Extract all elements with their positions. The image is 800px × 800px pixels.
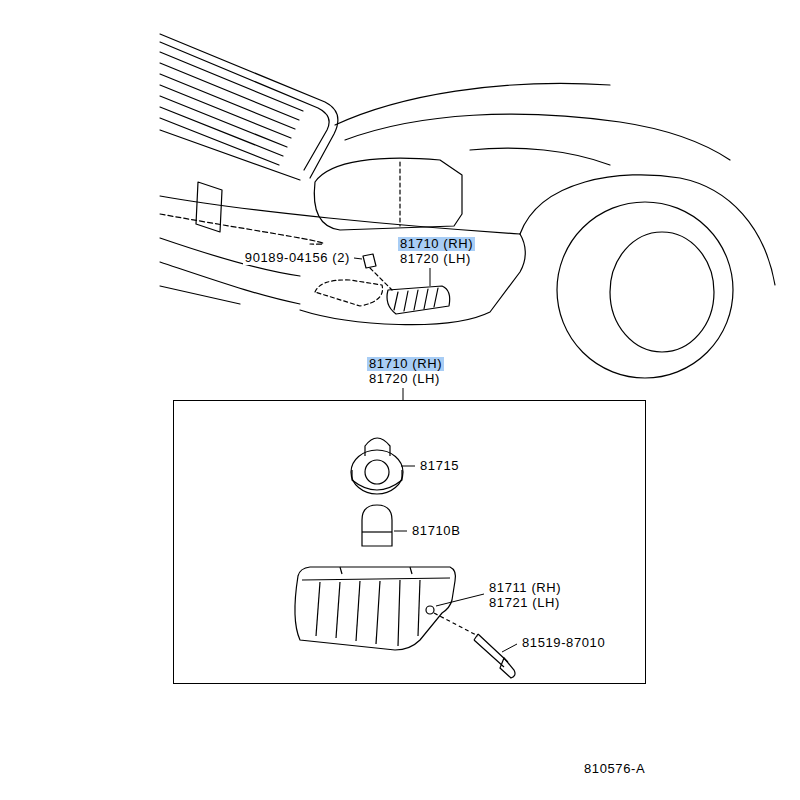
leader-lines-stroke <box>502 644 517 652</box>
group-part-number: 81710 (RH) <box>367 357 444 371</box>
leader-lines-stroke <box>394 531 407 532</box>
car-body-stroke <box>160 118 279 165</box>
car-body-stroke <box>300 234 525 325</box>
leader-lines-stroke <box>403 388 404 400</box>
lens-part-stroke <box>376 581 380 644</box>
part-number: 81519-87010 <box>520 636 607 650</box>
car-body-stroke <box>370 268 392 290</box>
car-body-stroke <box>610 232 714 352</box>
part-number: 81711 (RH) <box>487 581 563 595</box>
lens-part-stroke <box>295 567 456 650</box>
lens-part <box>295 567 456 650</box>
car-body-stroke <box>160 196 520 234</box>
car-body-stroke <box>160 130 300 180</box>
car-body-stroke <box>196 182 222 232</box>
part-number: 810576-A <box>582 762 647 776</box>
car-body-stroke <box>160 85 291 138</box>
car-body-stroke <box>520 175 775 285</box>
lens-part-stroke <box>302 578 450 580</box>
car-body-stroke <box>387 286 450 314</box>
car-body-stroke <box>434 288 438 307</box>
lens-part-stroke <box>316 582 320 636</box>
part-number: 81720 (LH) <box>398 252 473 266</box>
leader-lines-stroke <box>430 268 431 286</box>
part-number: 81715 <box>418 459 461 473</box>
screw-part-stroke <box>474 634 478 640</box>
lens-part-stroke <box>410 567 412 574</box>
car-body-stroke <box>424 289 428 309</box>
car-body-stroke <box>160 52 303 111</box>
car-body-stroke <box>399 162 400 226</box>
socket-part <box>351 438 403 494</box>
car-body-stroke <box>160 286 240 304</box>
part-number: 81721 (LH) <box>487 596 562 610</box>
car-body-stroke <box>160 34 338 178</box>
car-body-stroke <box>160 214 323 244</box>
screw-part-stroke <box>500 658 515 678</box>
socket-part-stroke <box>365 438 390 456</box>
car-body-stroke <box>414 290 418 310</box>
part-number: 81710B <box>410 524 462 538</box>
car-body-stroke <box>160 42 329 170</box>
socket-part-stroke <box>365 460 389 484</box>
car-body-stroke <box>470 148 610 165</box>
screw-part <box>434 613 515 678</box>
lens-part-stroke <box>398 580 400 646</box>
car-body-stroke <box>363 254 376 268</box>
car-body-stroke <box>160 74 295 129</box>
screw-part-stroke <box>434 613 478 636</box>
bulb-part-stroke <box>362 505 392 546</box>
car-body-stroke <box>404 291 408 311</box>
part-number: 81710 (RH) <box>398 237 475 251</box>
lens-part-stroke <box>336 582 340 638</box>
leader-lines-stroke <box>401 466 415 467</box>
car-body-stroke <box>160 107 283 156</box>
group-part-number: 81720 (LH) <box>367 372 442 386</box>
lens-part-stroke <box>426 606 434 614</box>
part-number: 90189-04156 (2) <box>243 251 352 265</box>
socket-part-stroke <box>352 470 402 490</box>
car-body <box>160 34 775 378</box>
lens-part-stroke <box>340 567 342 574</box>
car-body-stroke <box>160 262 300 304</box>
socket-part-stroke <box>351 450 403 494</box>
car-body-stroke <box>557 202 733 378</box>
bulb-part <box>362 505 392 546</box>
car-body-stroke <box>345 114 730 160</box>
lens-part-stroke <box>356 581 360 641</box>
car-body-stroke <box>160 63 299 120</box>
leader-lines-stroke <box>354 258 362 259</box>
car-body-stroke <box>335 83 610 125</box>
lens-part-stroke <box>418 580 420 636</box>
leader-lines-stroke <box>436 594 484 606</box>
car-body-stroke <box>394 292 398 310</box>
car-body-stroke <box>160 96 287 147</box>
car-body-stroke <box>315 280 383 306</box>
bulb-part-stroke <box>362 531 392 532</box>
